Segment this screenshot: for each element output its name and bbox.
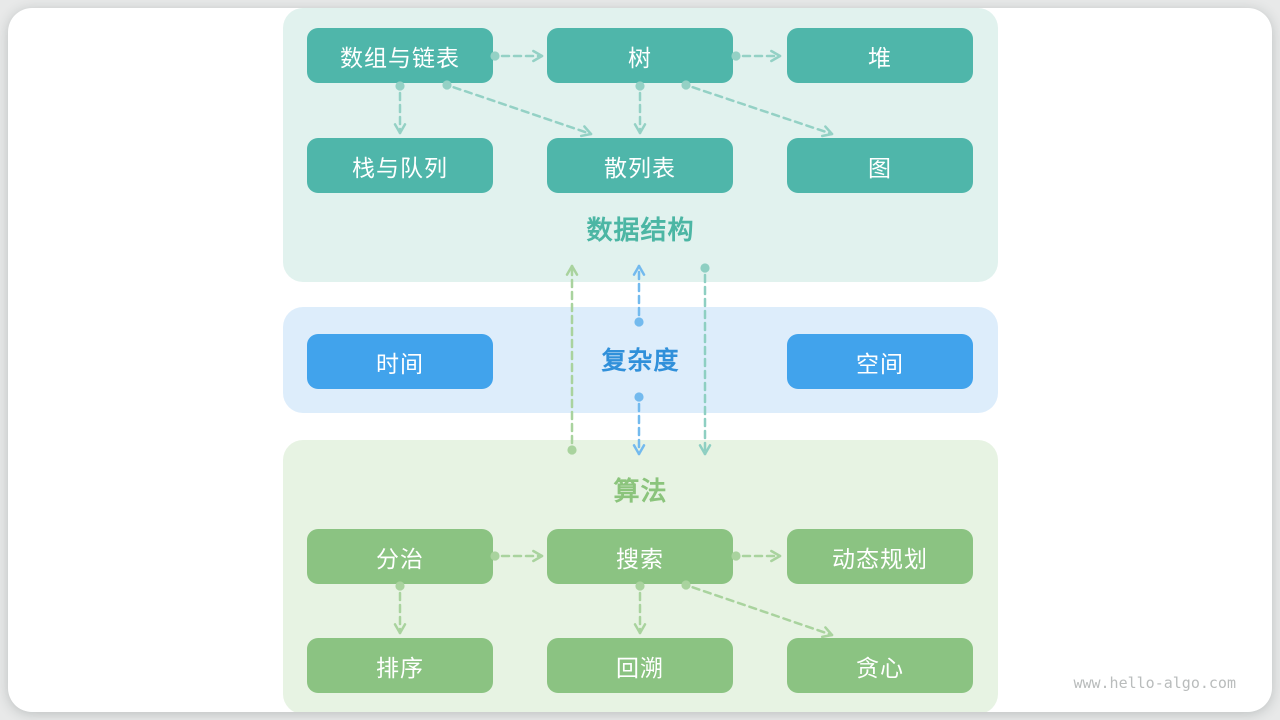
node-arrays-linked-lists: 数组与链表: [307, 28, 493, 83]
node-divide-conquer: 分治: [307, 529, 493, 584]
section-title-algorithms: 算法: [613, 476, 668, 506]
node-stack-queue: 栈与队列: [307, 138, 493, 193]
node-tree: 树: [547, 28, 733, 83]
node-search: 搜索: [547, 529, 733, 584]
section-title-complexity: 复杂度: [601, 347, 680, 375]
node-graph: 图: [787, 138, 973, 193]
node-time: 时间: [307, 334, 493, 389]
node-sorting: 排序: [307, 638, 493, 693]
node-dynamic-programming: 动态规划: [787, 529, 973, 584]
node-hash-table: 散列表: [547, 138, 733, 193]
card: 数组与链表 树 堆 栈与队列 散列表 图 数据结构 时间 复杂度 空间 算法 分…: [8, 8, 1272, 712]
node-greedy: 贪心: [787, 638, 973, 693]
section-title-data-structures: 数据结构: [586, 215, 695, 245]
node-backtracking: 回溯: [547, 638, 733, 693]
watermark: www.hello-algo.com: [1073, 674, 1236, 692]
node-space: 空间: [787, 334, 973, 389]
node-heap: 堆: [787, 28, 973, 83]
